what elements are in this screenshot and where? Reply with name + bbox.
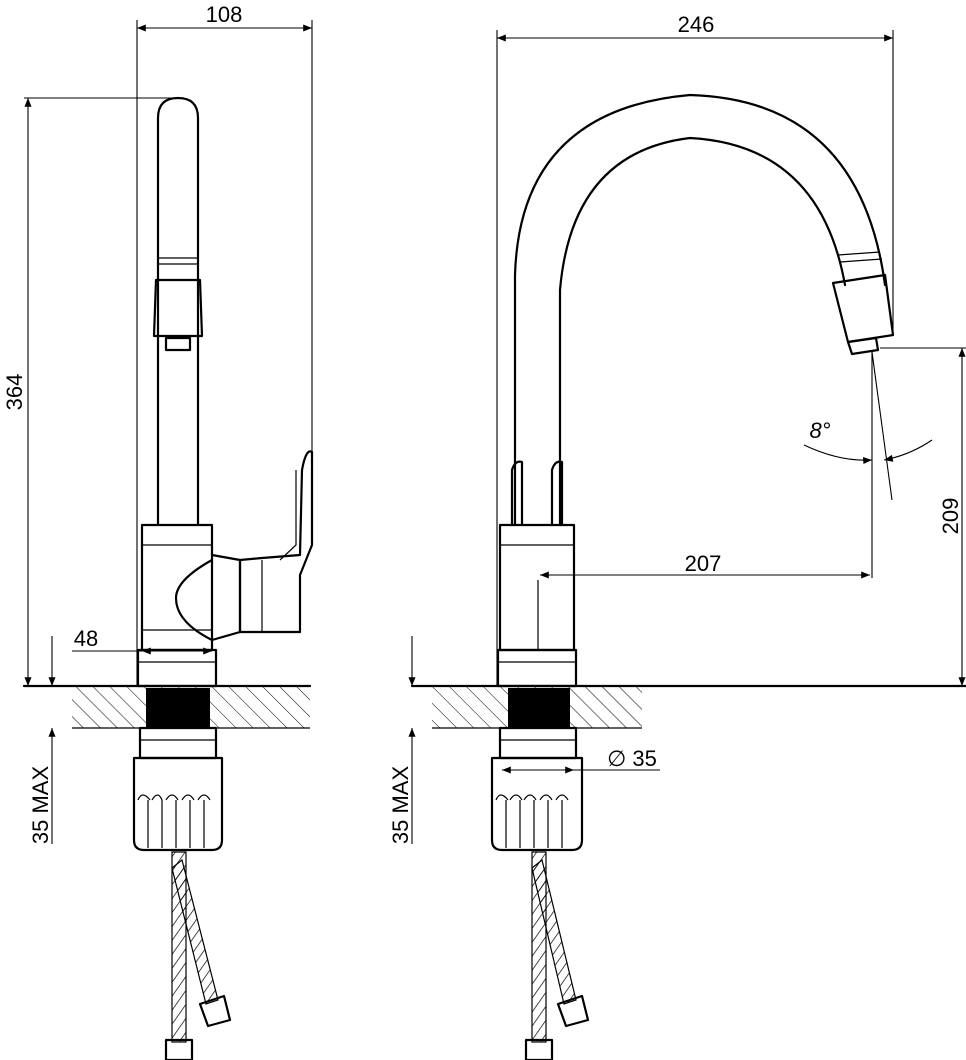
dim-height-209: 209: [938, 498, 963, 535]
nut-left: [132, 756, 224, 852]
hose-right-2: [531, 858, 577, 1005]
side-view: 108 364 48 35 MAX: [2, 2, 314, 1060]
dim-width-108: 108: [206, 2, 243, 27]
body-right: [498, 523, 576, 652]
nut-right: [490, 756, 584, 852]
dim-angle-8: 8°: [809, 418, 830, 443]
dim-counter-35max-left: 35 MAX: [28, 766, 53, 845]
handle-left: [238, 450, 314, 634]
spout-right: [513, 93, 887, 527]
shank-left: [146, 688, 210, 728]
hose-left-2: [171, 858, 219, 1005]
body-left: [140, 523, 214, 652]
dim-diameter-35: ∅ 35: [607, 746, 657, 771]
dim-counter-35max-right: 35 MAX: [388, 766, 413, 845]
shank-right: [508, 688, 570, 728]
dim-base-48: 48: [74, 626, 98, 651]
aerator-left: [152, 278, 204, 338]
spout-left: [156, 96, 200, 527]
dim-height-364: 364: [2, 374, 27, 411]
front-view: 246 207 209 8° ∅ 35 35 MAX: [388, 12, 966, 1060]
dim-width-246: 246: [678, 12, 715, 37]
dim-reach-207: 207: [685, 551, 722, 576]
